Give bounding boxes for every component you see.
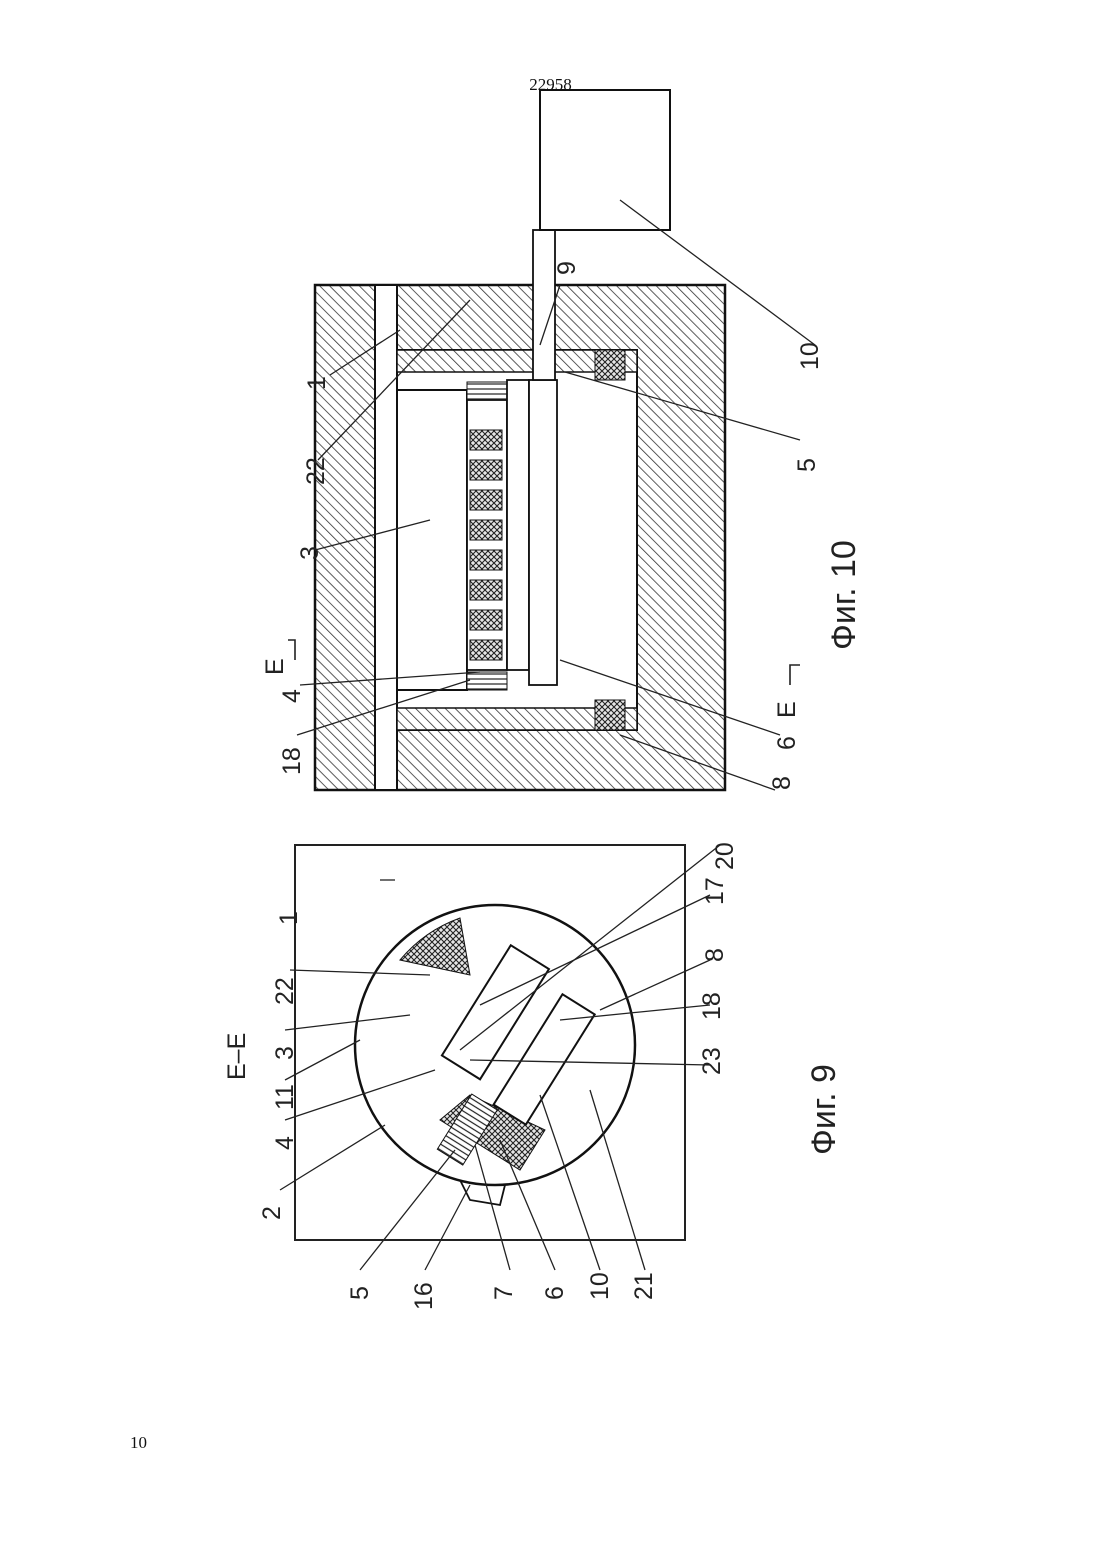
fig9-label-2: 2	[258, 1206, 286, 1220]
spring-right	[467, 382, 507, 400]
fig10-label-4: 4	[278, 689, 306, 703]
fig9-label-17: 17	[701, 877, 729, 905]
figure-10	[315, 90, 725, 790]
fig9-label-22: 22	[271, 977, 299, 1005]
fig9-section-title: E–E	[223, 1033, 251, 1080]
slider-plate	[507, 380, 529, 670]
figure-9	[295, 845, 685, 1240]
fig9-label-11: 11	[271, 1084, 299, 1110]
figure-10-caption: Фиг. 10	[825, 540, 863, 650]
ring-8	[595, 700, 625, 730]
fig9-label-18: 18	[698, 992, 726, 1020]
fig10-label-1: 1	[303, 376, 331, 390]
fig9-label-6: 6	[541, 1286, 569, 1300]
fig9-label-3: 3	[271, 1046, 299, 1060]
fig9-label-16: 16	[410, 1282, 438, 1310]
section-mark-E-top: E	[261, 658, 289, 675]
section-mark-E-bottom: E	[773, 701, 801, 718]
bore	[375, 285, 397, 790]
drive-box	[540, 90, 670, 230]
fig9-label-23: 23	[698, 1047, 726, 1075]
fig10-label-9: 9	[553, 261, 581, 275]
fig9-label-20: 20	[711, 842, 739, 870]
fig10-label-6: 6	[773, 736, 801, 750]
fig9-label-10: 10	[586, 1272, 614, 1300]
fig9-label-21: 21	[630, 1272, 658, 1300]
spring-left	[467, 672, 507, 690]
fig10-label-22: 22	[302, 457, 330, 485]
rotor-3	[397, 390, 467, 690]
fig9-label-8: 8	[701, 948, 729, 962]
shaft-extension	[533, 230, 555, 380]
page-number: 10	[130, 1433, 147, 1453]
fig9-label-1: 1	[275, 911, 303, 925]
ring-8b	[595, 350, 625, 380]
fig10-label-18: 18	[278, 747, 306, 775]
fig10-label-10: 10	[796, 342, 824, 370]
fig10-label-3: 3	[296, 546, 324, 560]
fig9-label-4: 4	[271, 1136, 299, 1150]
shaft-10	[529, 380, 557, 685]
fig9-label-7: 7	[490, 1286, 518, 1300]
figure-9-caption: Фиг. 9	[805, 1064, 843, 1155]
fig9-label-5: 5	[346, 1286, 374, 1300]
fig10-label-5: 5	[793, 458, 821, 472]
fig10-label-8: 8	[768, 776, 796, 790]
